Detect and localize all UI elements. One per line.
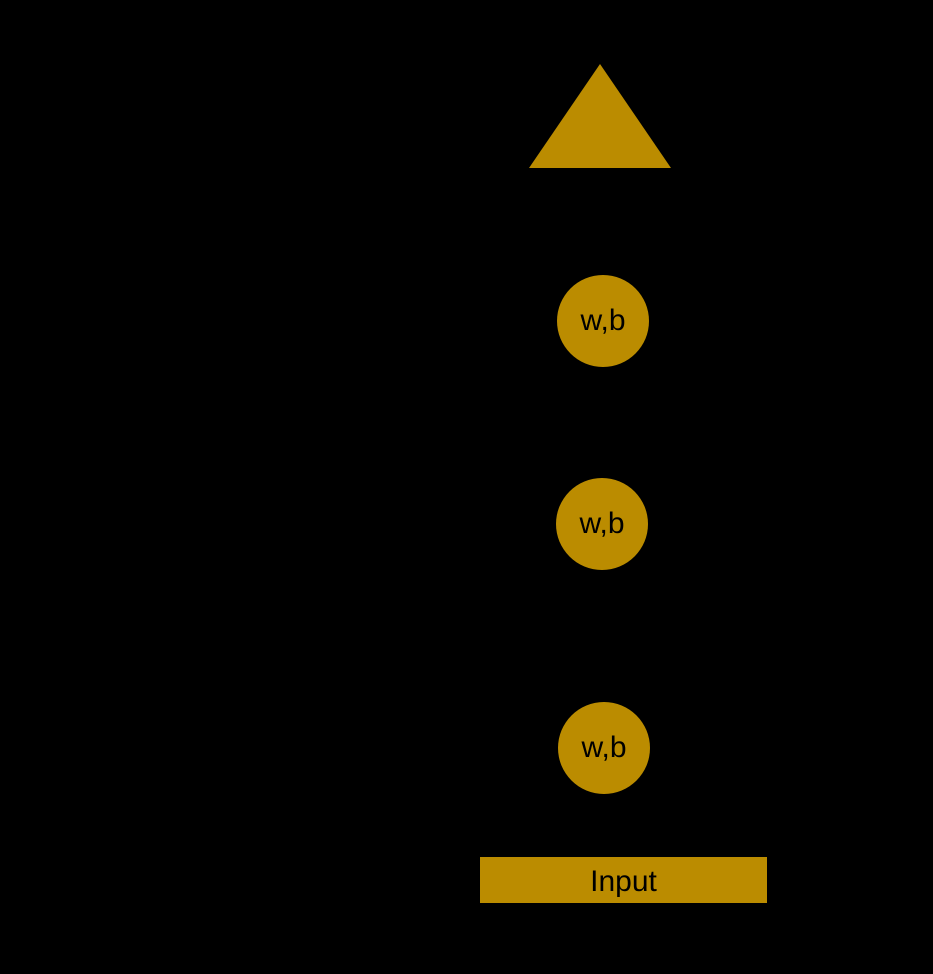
node-weight-bias-middle: w,b xyxy=(556,478,648,570)
node-label: w,b xyxy=(580,304,626,337)
node-label: w,b xyxy=(581,731,627,764)
input-box: Input xyxy=(480,857,767,903)
input-label: Input xyxy=(590,865,657,898)
node-weight-bias-bottom: w,b xyxy=(558,702,650,794)
node-weight-bias-top: w,b xyxy=(557,275,649,367)
output-triangle-icon xyxy=(529,64,671,168)
node-label: w,b xyxy=(579,507,625,540)
